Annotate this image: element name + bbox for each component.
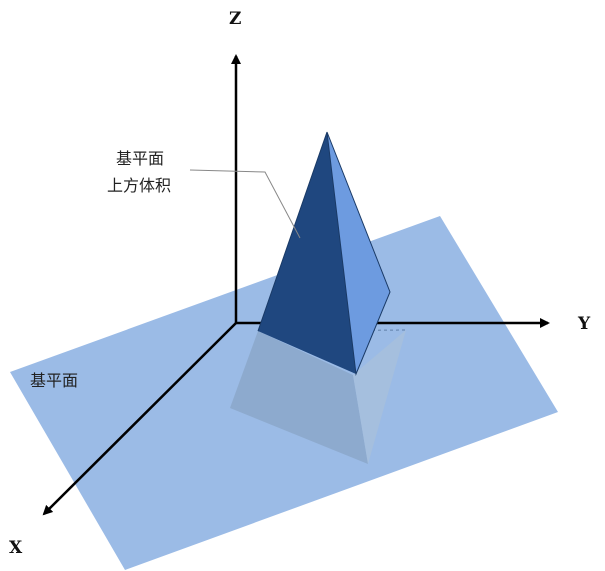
y-axis-label: Y xyxy=(577,314,591,334)
z-axis-label: Z xyxy=(229,9,241,29)
pyramid-edges xyxy=(257,131,391,376)
volume-label-line1: 基平面 xyxy=(116,149,164,168)
pyramid-below-plane-face-left xyxy=(230,331,368,464)
pyramid-front-face xyxy=(258,132,356,374)
volume-label-leader-line xyxy=(189,169,301,239)
volume-label-line2: 上方体积 xyxy=(107,176,171,195)
x-axis-label: X xyxy=(9,538,23,558)
pyramid-below-plane-face-right xyxy=(353,330,406,464)
x-axis xyxy=(42,322,237,516)
pyramid-right-face xyxy=(327,132,390,374)
plane-label: 基平面 xyxy=(30,371,78,390)
